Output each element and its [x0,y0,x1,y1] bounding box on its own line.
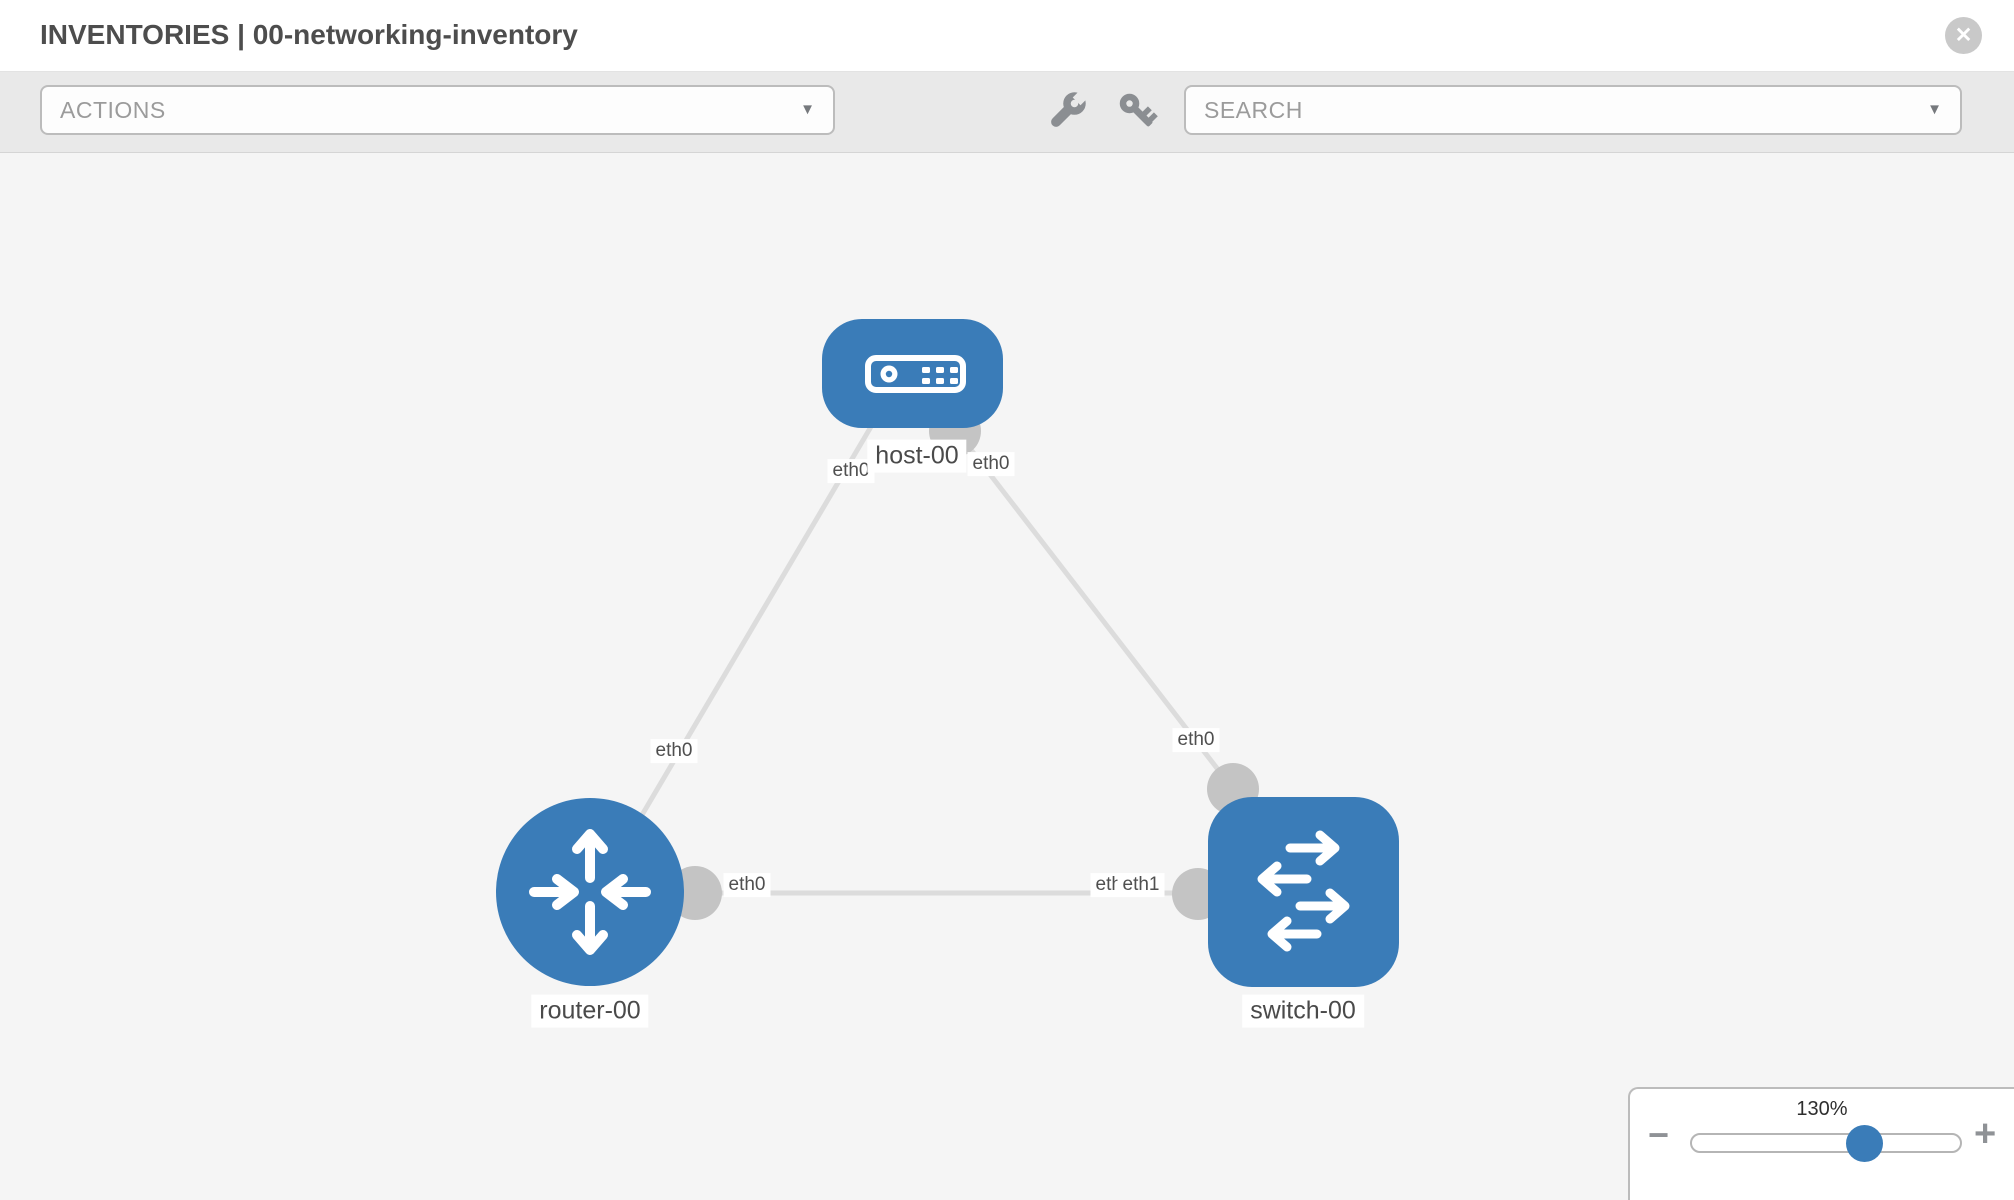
actions-dropdown[interactable]: ACTIONS ▼ [40,85,835,135]
zoom-control-panel: 130% − + [1628,1087,2014,1200]
chevron-down-icon: ▼ [800,101,815,118]
node-host[interactable] [822,319,1003,428]
search-dropdown-label: SEARCH [1204,97,1303,123]
interface-label: eth0 [967,452,1015,476]
header-bar: INVENTORIES | 00-networking-inventory ✕ [0,0,2014,72]
interface-label: eth1 [1117,873,1165,897]
interface-label: eth0 [1172,728,1220,752]
host-server-icon [865,355,966,393]
interface-label: eth0 [650,739,698,763]
zoom-slider-thumb[interactable] [1846,1125,1883,1162]
switch-arrows-icon [1257,830,1350,952]
key-icon[interactable] [1115,89,1161,135]
node-label-host: host-00 [867,439,967,473]
zoom-in-button[interactable]: + [1974,1113,1997,1155]
topology-graph [496,319,1399,987]
node-switch[interactable] [1208,797,1399,987]
node-label-switch: switch-00 [1242,994,1364,1028]
wrench-icon[interactable] [1043,88,1090,135]
interface-ports [668,405,1259,920]
topology-canvas[interactable]: eth0 eth0 eth0 eth0 eth0 eth0 eth1 host-… [0,153,2014,1200]
zoom-level-value: 130% [1796,1098,1848,1120]
node-label-router: router-00 [531,994,649,1028]
router-arrows-icon [529,829,651,955]
search-dropdown[interactable]: SEARCH ▼ [1184,85,1962,135]
actions-dropdown-label: ACTIONS [60,97,166,123]
chevron-down-icon: ▼ [1927,101,1942,118]
close-icon[interactable]: ✕ [1945,17,1982,54]
interface-label: eth0 [723,873,771,897]
node-router[interactable] [496,798,684,986]
toolbar: ACTIONS ▼ SEAR [0,72,2014,153]
interface-label: eth0 [827,459,875,483]
edges [639,423,1235,896]
zoom-out-button[interactable]: − [1648,1114,1670,1155]
zoom-slider-track[interactable] [1690,1133,1962,1153]
page-title: INVENTORIES | 00-networking-inventory [40,19,578,50]
